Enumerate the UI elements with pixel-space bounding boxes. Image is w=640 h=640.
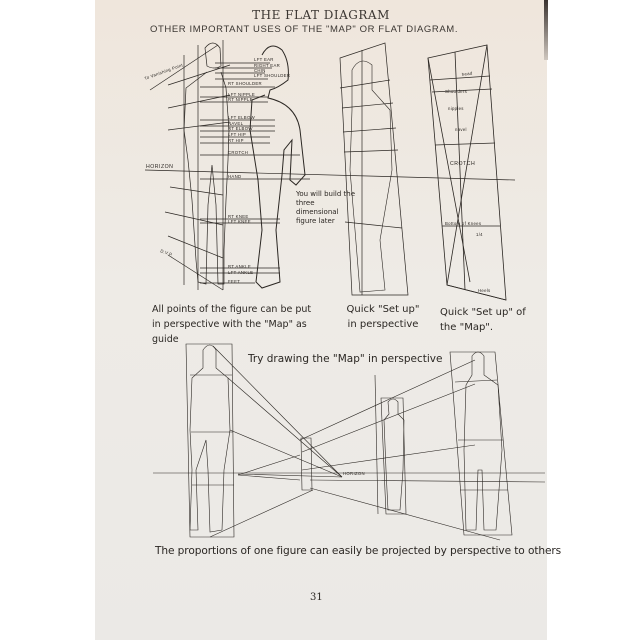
top-right-quick-map — [427, 44, 507, 301]
svg-text:nipples: nipples — [448, 106, 464, 111]
caption-quick-setup-perspective: Quick "Set up" in perspective — [346, 304, 420, 330]
page-subtitle: OTHER IMPORTANT USES OF THE "MAP" OR FLA… — [150, 24, 459, 35]
caption-proportions: The proportions of one figure can easily… — [155, 545, 562, 557]
caption-try-drawing: Try drawing the "Map" in perspective — [248, 353, 443, 365]
svg-text:navel: navel — [455, 127, 467, 132]
svg-text:RT KNEE: RT KNEE — [228, 214, 249, 219]
svg-text:LFT EAR: LFT EAR — [254, 57, 274, 62]
svg-text:Shoulders: Shoulders — [445, 89, 467, 94]
svg-text:RT ANKLE: RT ANKLE — [228, 264, 251, 269]
svg-text:RT NIPPLE: RT NIPPLE — [228, 97, 253, 102]
svg-text:FEET: FEET — [228, 279, 240, 284]
svg-text:CROTCH: CROTCH — [228, 150, 248, 155]
svg-text:RT ELBOW: RT ELBOW — [228, 126, 253, 131]
page-title: THE FLAT DIAGRAM — [252, 8, 390, 22]
svg-text:LFT KNEE: LFT KNEE — [228, 219, 251, 224]
caption-quick-setup-map: Quick "Set up" of the "Map". — [440, 307, 526, 333]
svg-text:CROTCH: CROTCH — [450, 161, 475, 167]
svg-text:1/4: 1/4 — [476, 232, 483, 237]
horizon-label-top: HORIZON — [146, 164, 173, 170]
bottom-perspective-diagram — [153, 343, 546, 541]
svg-text:RT HIP: RT HIP — [228, 138, 244, 143]
svg-text:head: head — [461, 70, 473, 76]
three-dimensional-note: You will build the three dimensional fig… — [296, 190, 356, 225]
svg-text:Bottom of Knees: Bottom of Knees — [445, 221, 481, 226]
top-middle-quick-setup — [339, 42, 409, 296]
svg-text:HAND: HAND — [228, 174, 241, 179]
svg-text:LFT ANKLE: LFT ANKLE — [228, 270, 253, 275]
svg-text:LFT ELBOW: LFT ELBOW — [228, 115, 256, 120]
svg-text:LFT HIP: LFT HIP — [228, 132, 246, 137]
svg-text:RIGHT EAR: RIGHT EAR — [254, 63, 280, 68]
page-number: 31 — [310, 592, 323, 603]
svg-text:Heels: Heels — [478, 288, 491, 293]
svg-text:RT SHOULDER: RT SHOULDER — [228, 81, 262, 86]
landmark-labels: LFT EAR RIGHT EAR CHIN LFT SHOULDER RT S… — [144, 57, 491, 476]
book-page — [95, 0, 547, 640]
svg-text:NAVEL: NAVEL — [228, 121, 244, 126]
svg-text:LFT NIPPLE: LFT NIPPLE — [228, 92, 255, 97]
dvp-label: D.V.P. — [160, 248, 174, 257]
svg-text:LFT SHOULDER: LFT SHOULDER — [254, 73, 290, 78]
horizon-label-bottom: HORIZON — [343, 471, 365, 476]
book-spine-shadow — [544, 0, 548, 60]
top-left-figure-map — [144, 40, 516, 291]
caption-all-points: All points of the figure can be put in p… — [152, 304, 312, 345]
svg-text:CHIN: CHIN — [254, 68, 266, 73]
